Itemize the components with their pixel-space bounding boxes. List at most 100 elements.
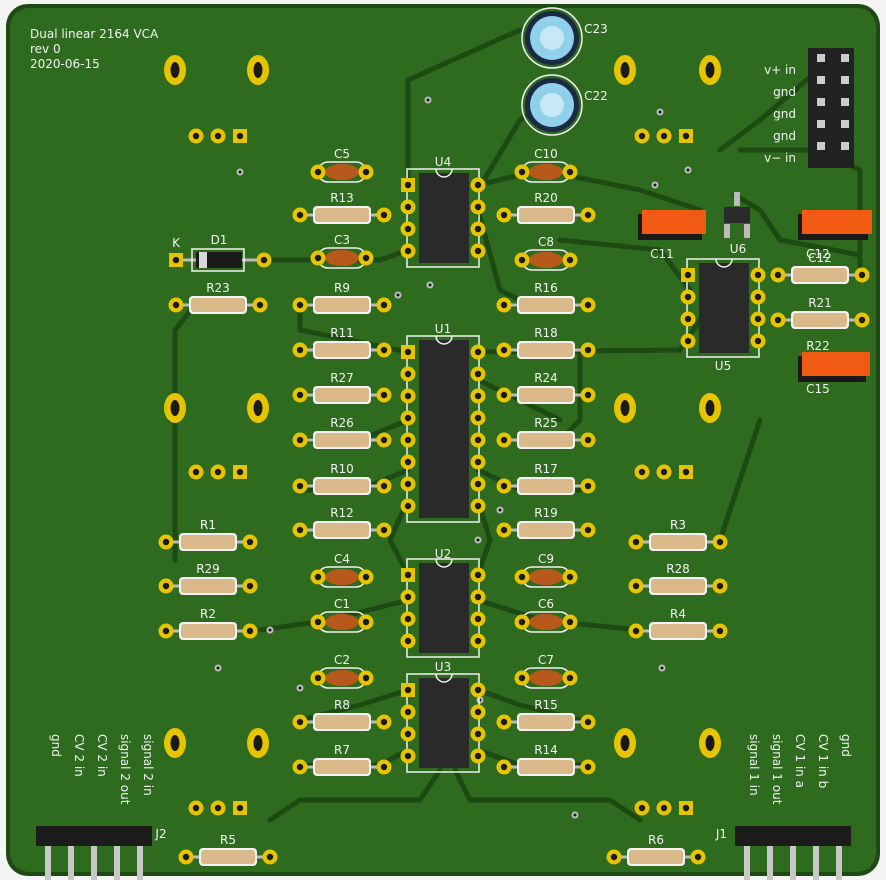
resistor-body [651, 535, 705, 549]
resistor-body [651, 579, 705, 593]
label-c3: C3 [334, 233, 350, 247]
resistor-R20: R20 [496, 191, 596, 224]
resistor-R7: R7 [292, 743, 392, 776]
header-pin [841, 76, 849, 84]
label-r11: R11 [330, 326, 354, 340]
j1-pin-label: CV 1 in b [816, 734, 830, 788]
copper-trace [732, 192, 863, 258]
header-3pin-mid-left [188, 464, 247, 480]
label-r1: R1 [200, 518, 216, 532]
resistor-R18: R18 [496, 326, 596, 359]
drill-hole [404, 615, 412, 623]
resistor-R12: R12 [292, 506, 392, 539]
ic-outline [406, 335, 480, 523]
label-c1: C1 [334, 597, 350, 611]
electrolytic-vent [540, 93, 564, 117]
copper-trace [557, 237, 693, 293]
capacitor-body [529, 252, 563, 268]
capacitor-C3: C3 [310, 233, 374, 269]
drill-hole [474, 370, 482, 378]
resistor-R10: R10 [292, 462, 392, 495]
drill-hole [684, 337, 692, 345]
drill-hole [684, 315, 692, 323]
ic-notch [715, 258, 733, 268]
drill-hole [518, 573, 526, 581]
drill-hole [474, 414, 482, 422]
drill-hole [660, 468, 668, 476]
resistor-body [315, 208, 369, 222]
mounting-hole-drill [620, 735, 630, 751]
header-pin [817, 142, 825, 150]
label-r20: R20 [534, 191, 558, 205]
drill-hole [192, 468, 200, 476]
drill-hole [500, 436, 508, 444]
drill-hole [474, 615, 482, 623]
label-c8: C8 [538, 235, 554, 249]
label-c6: C6 [538, 597, 554, 611]
drill-hole [236, 468, 244, 476]
drill-hole [162, 538, 170, 546]
j2-pin-label: CV 2 in [95, 734, 109, 777]
resistor-R13: R13 [292, 191, 392, 224]
connector-pin [813, 846, 819, 880]
label-u5: U5 [715, 359, 731, 373]
via-drill [268, 628, 272, 632]
capacitor-body [325, 569, 359, 585]
resistor-R9: R9 [292, 281, 392, 314]
j2-pin-label: signal 2 out [118, 734, 132, 805]
drill-hole [162, 582, 170, 590]
capacitor-body [325, 164, 359, 180]
drill-hole [584, 718, 592, 726]
drill-hole [362, 674, 370, 682]
drill-hole [314, 573, 322, 581]
drill-hole [566, 256, 574, 264]
drill-hole [192, 804, 200, 812]
j1-pin-label: gnd [839, 734, 853, 757]
power-pin-label: gnd [773, 107, 796, 121]
copper-trace [257, 247, 411, 263]
drill-hole [404, 436, 412, 444]
drill-hole [474, 571, 482, 579]
drill-hole [296, 301, 304, 309]
resistor-body [651, 624, 705, 638]
via-drill [660, 666, 664, 670]
drill-hole [246, 538, 254, 546]
connector-body [735, 826, 851, 846]
smd-capacitor-C12: C12 [798, 210, 872, 261]
ic-U3: U3 [400, 660, 486, 773]
resistor-body [315, 760, 369, 774]
capacitor-C8: C8 [514, 235, 578, 271]
resistor-R3: R3 [628, 518, 728, 551]
resistor-R23: R23 [168, 281, 268, 314]
capacitor-body [325, 250, 359, 266]
electrolytic-outline [521, 7, 583, 69]
copper-trace [717, 417, 763, 543]
resistor-R24: R24 [496, 371, 596, 404]
drill-hole [404, 247, 412, 255]
label-c11: C11 [650, 247, 674, 261]
resistor-R27: R27 [292, 371, 392, 404]
drill-hole [214, 468, 222, 476]
via-drill [476, 538, 480, 542]
regulator-body [724, 207, 750, 223]
drill-hole [314, 168, 322, 176]
mounting-holes [164, 55, 721, 819]
drill-hole [474, 458, 482, 466]
resistor-R4: R4 [628, 607, 728, 640]
drill-hole [404, 225, 412, 233]
drill-hole [404, 458, 412, 466]
header-pin [841, 54, 849, 62]
drill-hole [682, 804, 690, 812]
drill-hole [500, 391, 508, 399]
drill-hole [380, 482, 388, 490]
drill-hole [266, 853, 274, 861]
label-u4: U4 [435, 155, 451, 169]
drill-hole [660, 132, 668, 140]
diode-body [196, 252, 242, 268]
header-3pin-top-right [634, 128, 693, 144]
copper-trace [452, 767, 643, 823]
label-c2: C2 [334, 653, 350, 667]
drill-hole [474, 436, 482, 444]
label-r16: R16 [534, 281, 558, 295]
resistor-R17: R17 [496, 462, 596, 495]
